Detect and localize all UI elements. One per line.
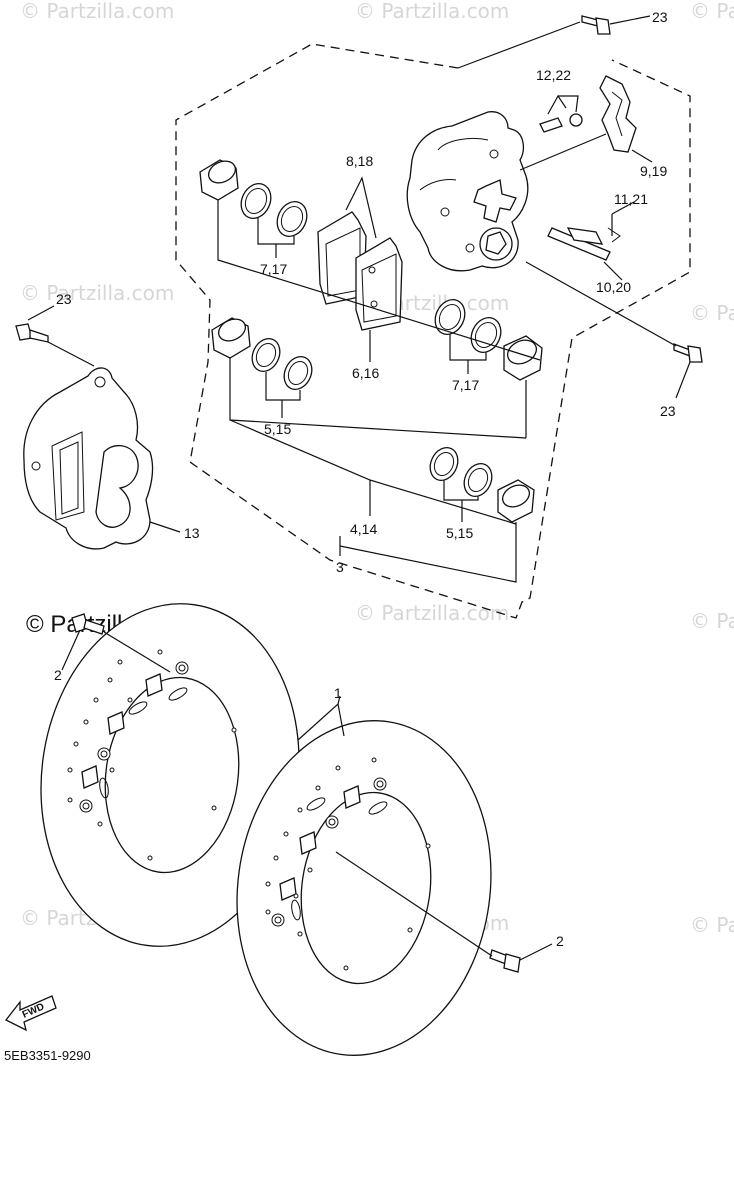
- seals-7-17-lower: [434, 298, 502, 354]
- diagram-code: 5EB3351-9290: [4, 1048, 91, 1063]
- piston-right-lower: [497, 479, 535, 523]
- pad-spring-9-19: [599, 75, 637, 153]
- seals-5-15-lower: [429, 446, 493, 498]
- bolt-23-left: [15, 323, 49, 343]
- label-10-20: 10,20: [596, 279, 631, 295]
- seals-5-15-upper: [251, 337, 313, 391]
- label-12-22: 12,22: [536, 67, 571, 83]
- piston-right-upper: [503, 335, 543, 381]
- seals-7-17-upper: [240, 182, 308, 238]
- label-6-16: 6,16: [352, 365, 379, 381]
- label-2-right: 2: [556, 933, 564, 949]
- caliper-right: [406, 111, 529, 272]
- disc-holes: [67, 649, 237, 861]
- piston-upper: [199, 159, 239, 201]
- watermark-text: © Partzilla.com: [355, 601, 509, 625]
- label-3: 3: [336, 559, 344, 575]
- pad-pin-10-20: [547, 227, 621, 261]
- label-9-19: 9,19: [640, 163, 667, 179]
- leader-lines: [27, 15, 691, 961]
- piston-middle-left: [211, 317, 251, 359]
- bolt-23-top: [581, 15, 611, 35]
- label-5-15-upper: 5,15: [264, 421, 291, 437]
- part-labels: 23 12,22 8,18 9,19 11,21 7,17 10,20 23 6…: [54, 9, 676, 949]
- watermark-text: © Partzilla.com: [690, 0, 734, 23]
- disc-bolt-2-left: [71, 613, 105, 635]
- caliper-left: [23, 367, 154, 550]
- label-13: 13: [184, 525, 200, 541]
- assembly-boundary: [175, 43, 691, 619]
- label-5-15-lower: 5,15: [446, 525, 473, 541]
- watermark-text: © Partzilla.com: [690, 301, 734, 325]
- disc-holes: [265, 757, 431, 971]
- label-23-right: 23: [660, 403, 676, 419]
- watermark-text: © Partzilla.com: [20, 281, 174, 305]
- watermark-text: © Partzilla.com: [20, 0, 174, 23]
- label-11-21: 11,21: [614, 191, 648, 207]
- label-8-18: 8,18: [346, 153, 373, 169]
- brake-disc-right: [236, 720, 492, 1056]
- watermark-text: © Partzilla.com: [355, 0, 509, 23]
- label-1: 1: [334, 685, 342, 701]
- bolt-23-right: [673, 343, 703, 363]
- disc-bolt-2-right: [489, 949, 521, 973]
- label-2-left: 2: [54, 667, 62, 683]
- label-23-left: 23: [56, 291, 72, 307]
- label-4-14: 4,14: [350, 521, 377, 537]
- brake-pads-8-18: [317, 211, 403, 331]
- label-23: 23: [652, 9, 668, 25]
- watermark-text: © Partzilla.com: [690, 913, 734, 937]
- bleed-screw-12-22: [539, 113, 583, 133]
- watermark-text: © Partzilla.com: [690, 609, 734, 633]
- brake-disc-left: [40, 603, 300, 947]
- label-7-17-upper: 7,17: [260, 261, 287, 277]
- forward-arrow-icon: FWD: [5, 995, 57, 1032]
- label-7-17-lower: 7,17: [452, 377, 479, 393]
